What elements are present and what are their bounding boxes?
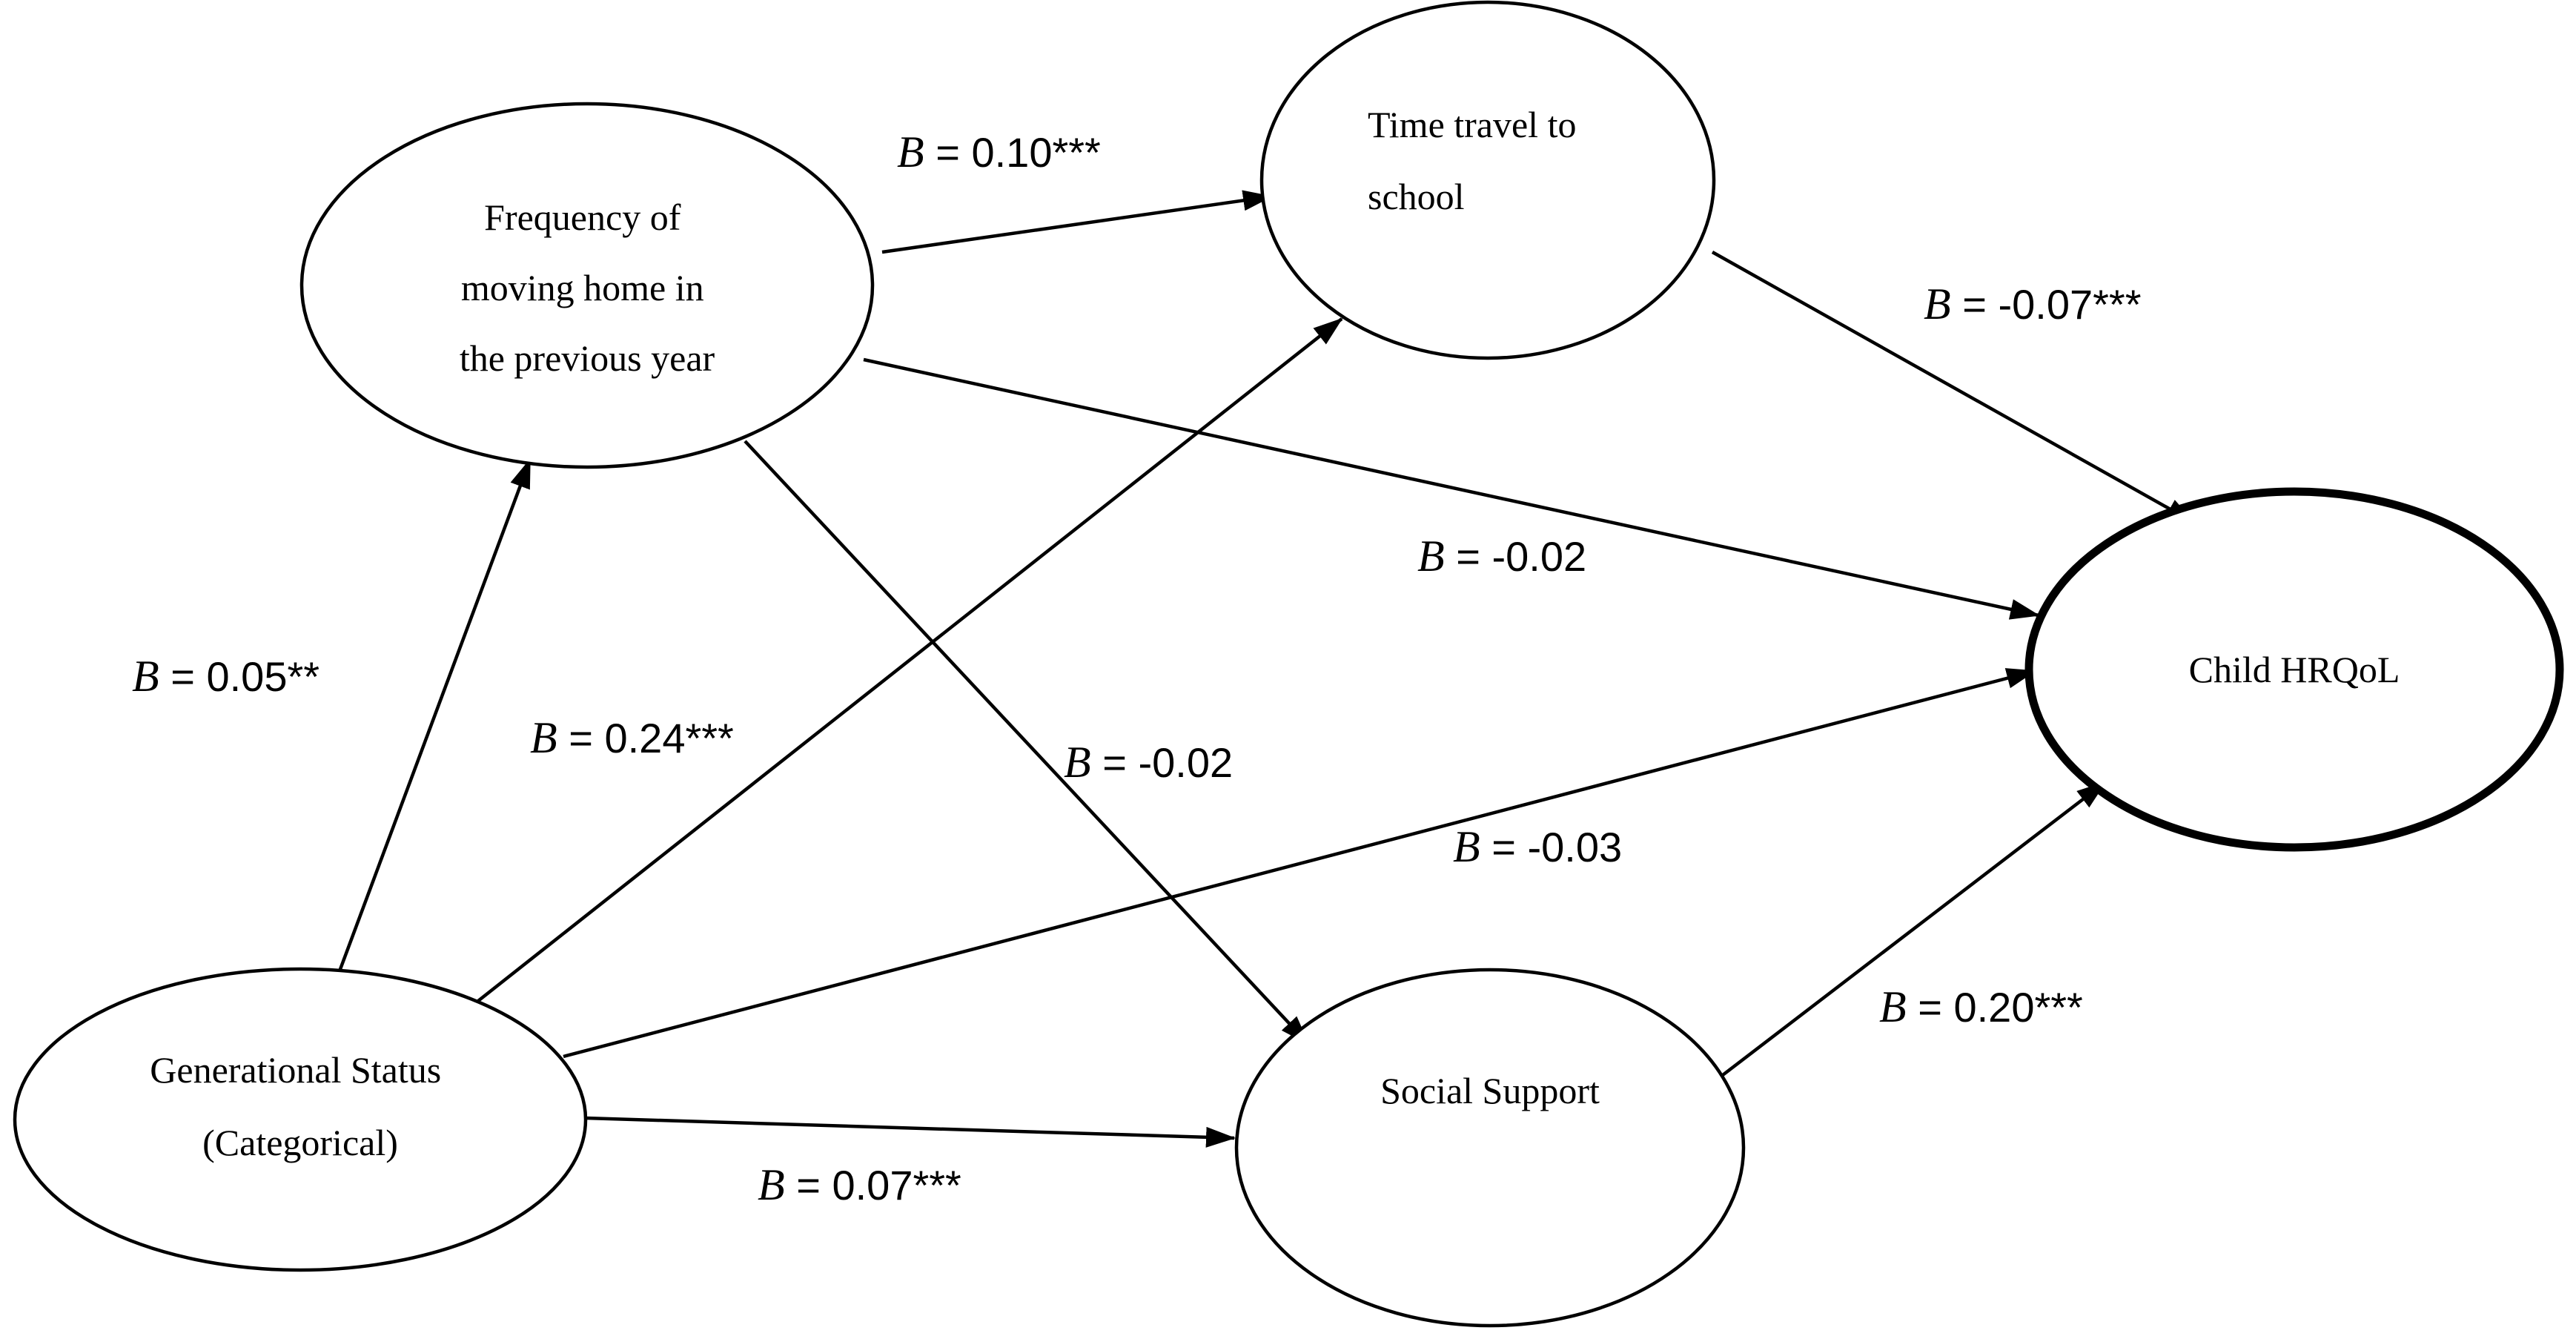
coef-generational-time-travel: B = 0.24***	[530, 713, 734, 762]
coef-frequency-social-support: B = -0.02	[1064, 738, 1233, 787]
time-travel-ellipse	[1259, 0, 1716, 360]
coef-value: = 0.24***	[557, 715, 734, 761]
frequency-ellipse	[299, 102, 875, 469]
coef-symbol: B	[758, 1160, 785, 1209]
time-travel-label-line-2: school	[1368, 176, 1465, 217]
coef-symbol: B	[1453, 822, 1480, 871]
time-travel-label: Time travel to school	[1368, 104, 1586, 217]
coef-value: = -0.02	[1091, 739, 1233, 786]
coef-value: = 0.20***	[1907, 984, 2083, 1031]
node-social-support: Social Support	[1234, 968, 1746, 1328]
coef-symbol: B	[530, 713, 557, 762]
coef-value: = -0.03	[1480, 824, 1622, 870]
node-time-travel: Time travel to school	[1259, 0, 1716, 360]
coef-value: = 0.07***	[785, 1162, 961, 1209]
frequency-label: Frequency of moving home in the previous…	[460, 196, 715, 379]
coef-symbol: B	[1879, 982, 1907, 1031]
edge-generational-to-frequency	[335, 458, 532, 978]
edges	[335, 190, 2196, 1148]
child-hrqol-ellipse	[2024, 487, 2564, 852]
coef-value: = 0.05**	[159, 653, 319, 700]
frequency-label-line-3: the previous year	[460, 337, 715, 379]
coef-symbol: B	[1064, 738, 1091, 787]
node-child-hrqol: Child HRQoL	[2024, 487, 2564, 852]
node-generational: Generational Status (Categorical)	[13, 967, 588, 1272]
coef-frequency-child-hrqol: B = -0.02	[1417, 532, 1586, 581]
coef-symbol: B	[1417, 532, 1445, 581]
generational-label: Generational Status (Categorical)	[150, 1049, 450, 1163]
edge-generational-to-child-hrqol	[563, 668, 2036, 1059]
child-hrqol-label-line-1: Child HRQoL	[2189, 649, 2400, 690]
coef-time-travel-child-hrqol: B = -0.07***	[1924, 280, 2142, 328]
edge-frequency-to-child-hrqol	[863, 357, 2040, 620]
generational-ellipse	[13, 967, 588, 1272]
node-frequency: Frequency of moving home in the previous…	[299, 102, 875, 469]
edge-social-support-to-child-hrqol	[1718, 781, 2107, 1079]
coef-frequency-time-travel: B = 0.10***	[897, 128, 1101, 176]
coef-social-support-child-hrqol: B = 0.20***	[1879, 982, 2083, 1031]
social-support-ellipse	[1234, 968, 1746, 1328]
coef-generational-child-hrqol: B = -0.03	[1453, 822, 1622, 871]
child-hrqol-label: Child HRQoL	[2189, 649, 2400, 690]
frequency-label-line-1: Frequency of	[484, 196, 681, 238]
coef-value: = -0.07***	[1951, 281, 2142, 328]
edge-time-travel-to-child-hrqol	[1711, 251, 2196, 524]
edge-generational-to-time-travel	[477, 317, 1343, 1002]
edge-generational-to-social-support	[585, 1116, 1236, 1148]
time-travel-label-line-1: Time travel to	[1368, 104, 1576, 145]
generational-label-line-1: Generational Status	[150, 1049, 441, 1091]
frequency-label-line-2: moving home in	[461, 267, 704, 308]
coef-value: = -0.02	[1445, 533, 1586, 580]
coef-symbol: B	[1924, 280, 1951, 328]
social-support-label: Social Support	[1380, 1070, 1600, 1111]
coef-generational-social-support: B = 0.07***	[758, 1160, 961, 1209]
coef-value: = 0.10***	[924, 129, 1101, 176]
coef-generational-frequency: B = 0.05**	[132, 652, 319, 701]
edge-frequency-to-social-support	[744, 440, 1310, 1045]
edge-labels: B = 0.10*** B = -0.07*** B = -0.02 B = 0…	[132, 128, 2142, 1209]
generational-label-line-2: (Categorical)	[202, 1122, 398, 1163]
edge-frequency-to-time-travel	[881, 190, 1273, 254]
coef-symbol: B	[897, 128, 924, 176]
social-support-label-line-1: Social Support	[1380, 1070, 1600, 1111]
coef-symbol: B	[132, 652, 159, 701]
